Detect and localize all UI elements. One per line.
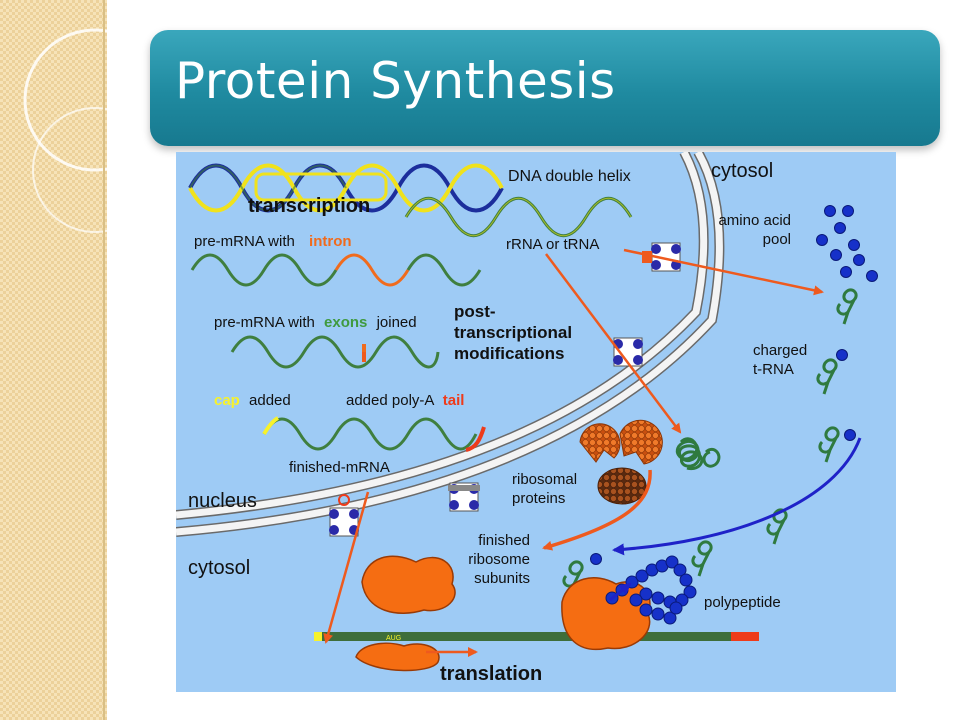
translating-ribosome bbox=[561, 577, 651, 650]
title-bar: Protein Synthesis bbox=[150, 30, 940, 146]
amino-acid-pool bbox=[816, 205, 878, 282]
pre-mrna-intron-label: pre-mRNA with bbox=[194, 233, 295, 250]
nuclear-pore-4 bbox=[329, 494, 359, 537]
cytosol-top-label: cytosol bbox=[711, 160, 773, 182]
finished-mrna-label: finished-mRNA bbox=[289, 459, 390, 476]
nucleus-label: nucleus bbox=[188, 490, 257, 512]
protein-synthesis-diagram: DNA double helix transcription cytosol a… bbox=[176, 152, 896, 692]
ribosomal-proteins-line1: ribosomal bbox=[512, 471, 577, 488]
pre-mrna-exons-label: pre-mRNA with bbox=[214, 314, 315, 331]
ribosomal-proteins-line2: proteins bbox=[512, 490, 565, 507]
post-transcriptional-line1: post- bbox=[454, 302, 496, 321]
joined-exons-strand bbox=[230, 335, 440, 369]
charged-trna-line2: t-RNA bbox=[753, 361, 794, 378]
polypeptide-label: polypeptide bbox=[704, 594, 781, 611]
poly-a-label: added poly-A bbox=[346, 392, 434, 409]
cap-added-label: added bbox=[249, 392, 291, 409]
ribosomal-protein-clusters bbox=[579, 419, 663, 505]
aug-codon-label: AUG bbox=[386, 635, 401, 642]
ribosome-small-subunit bbox=[355, 642, 440, 672]
dna-double-helix bbox=[188, 163, 504, 213]
nuclear-pore-3 bbox=[448, 482, 480, 512]
svg-text:pre-mRNA with exons jo: pre-mRNA with exons joined bbox=[214, 314, 417, 331]
sidebar-pattern bbox=[0, 0, 107, 720]
process-arrows bbox=[323, 248, 862, 657]
capped-mrna-with-tail bbox=[262, 416, 486, 452]
charged-amino-acids bbox=[590, 349, 856, 565]
svg-text:added poly-A tail: added poly-A tail bbox=[346, 392, 464, 409]
slide-decoration-sidebar bbox=[0, 0, 107, 720]
slide-title: Protein Synthesis bbox=[175, 52, 616, 110]
svg-text:cap added: cap added bbox=[214, 392, 291, 409]
amino-acid-pool-line1: amino acid bbox=[718, 212, 791, 229]
charged-trna-line1: charged bbox=[753, 342, 807, 359]
dna-double-helix-label: DNA double helix bbox=[508, 168, 631, 185]
cap-highlight: cap bbox=[214, 392, 240, 409]
trna-molecules bbox=[562, 288, 858, 597]
amino-acid-pool-line2: pool bbox=[763, 231, 791, 248]
nuclear-envelope bbox=[176, 152, 725, 537]
ribosome-large-subunit bbox=[361, 555, 456, 614]
intron-highlight: intron bbox=[309, 233, 352, 250]
tail-highlight: tail bbox=[443, 392, 465, 409]
svg-text:pre-mRNA with intron: pre-mRNA with intron bbox=[194, 233, 352, 250]
post-transcriptional-line2: transcriptional bbox=[454, 323, 572, 342]
finished-ribosome-line2: ribosome bbox=[468, 551, 530, 568]
finished-ribosome-line3: subunits bbox=[474, 570, 530, 587]
exons-highlight: exons bbox=[324, 314, 367, 331]
rrna-tangle bbox=[675, 437, 721, 471]
mrna-translation-track bbox=[314, 632, 759, 641]
finished-ribosome-line1: finished bbox=[478, 532, 530, 549]
translation-label: translation bbox=[440, 663, 542, 685]
transcription-label: transcription bbox=[248, 195, 370, 217]
rrna-trna-label: rRNA or tRNA bbox=[506, 236, 599, 253]
post-transcriptional-line3: modifications bbox=[454, 344, 565, 363]
cytosol-bottom-label: cytosol bbox=[188, 557, 250, 579]
pre-mrna-with-intron bbox=[190, 253, 482, 287]
joined-label: joined bbox=[376, 314, 417, 331]
